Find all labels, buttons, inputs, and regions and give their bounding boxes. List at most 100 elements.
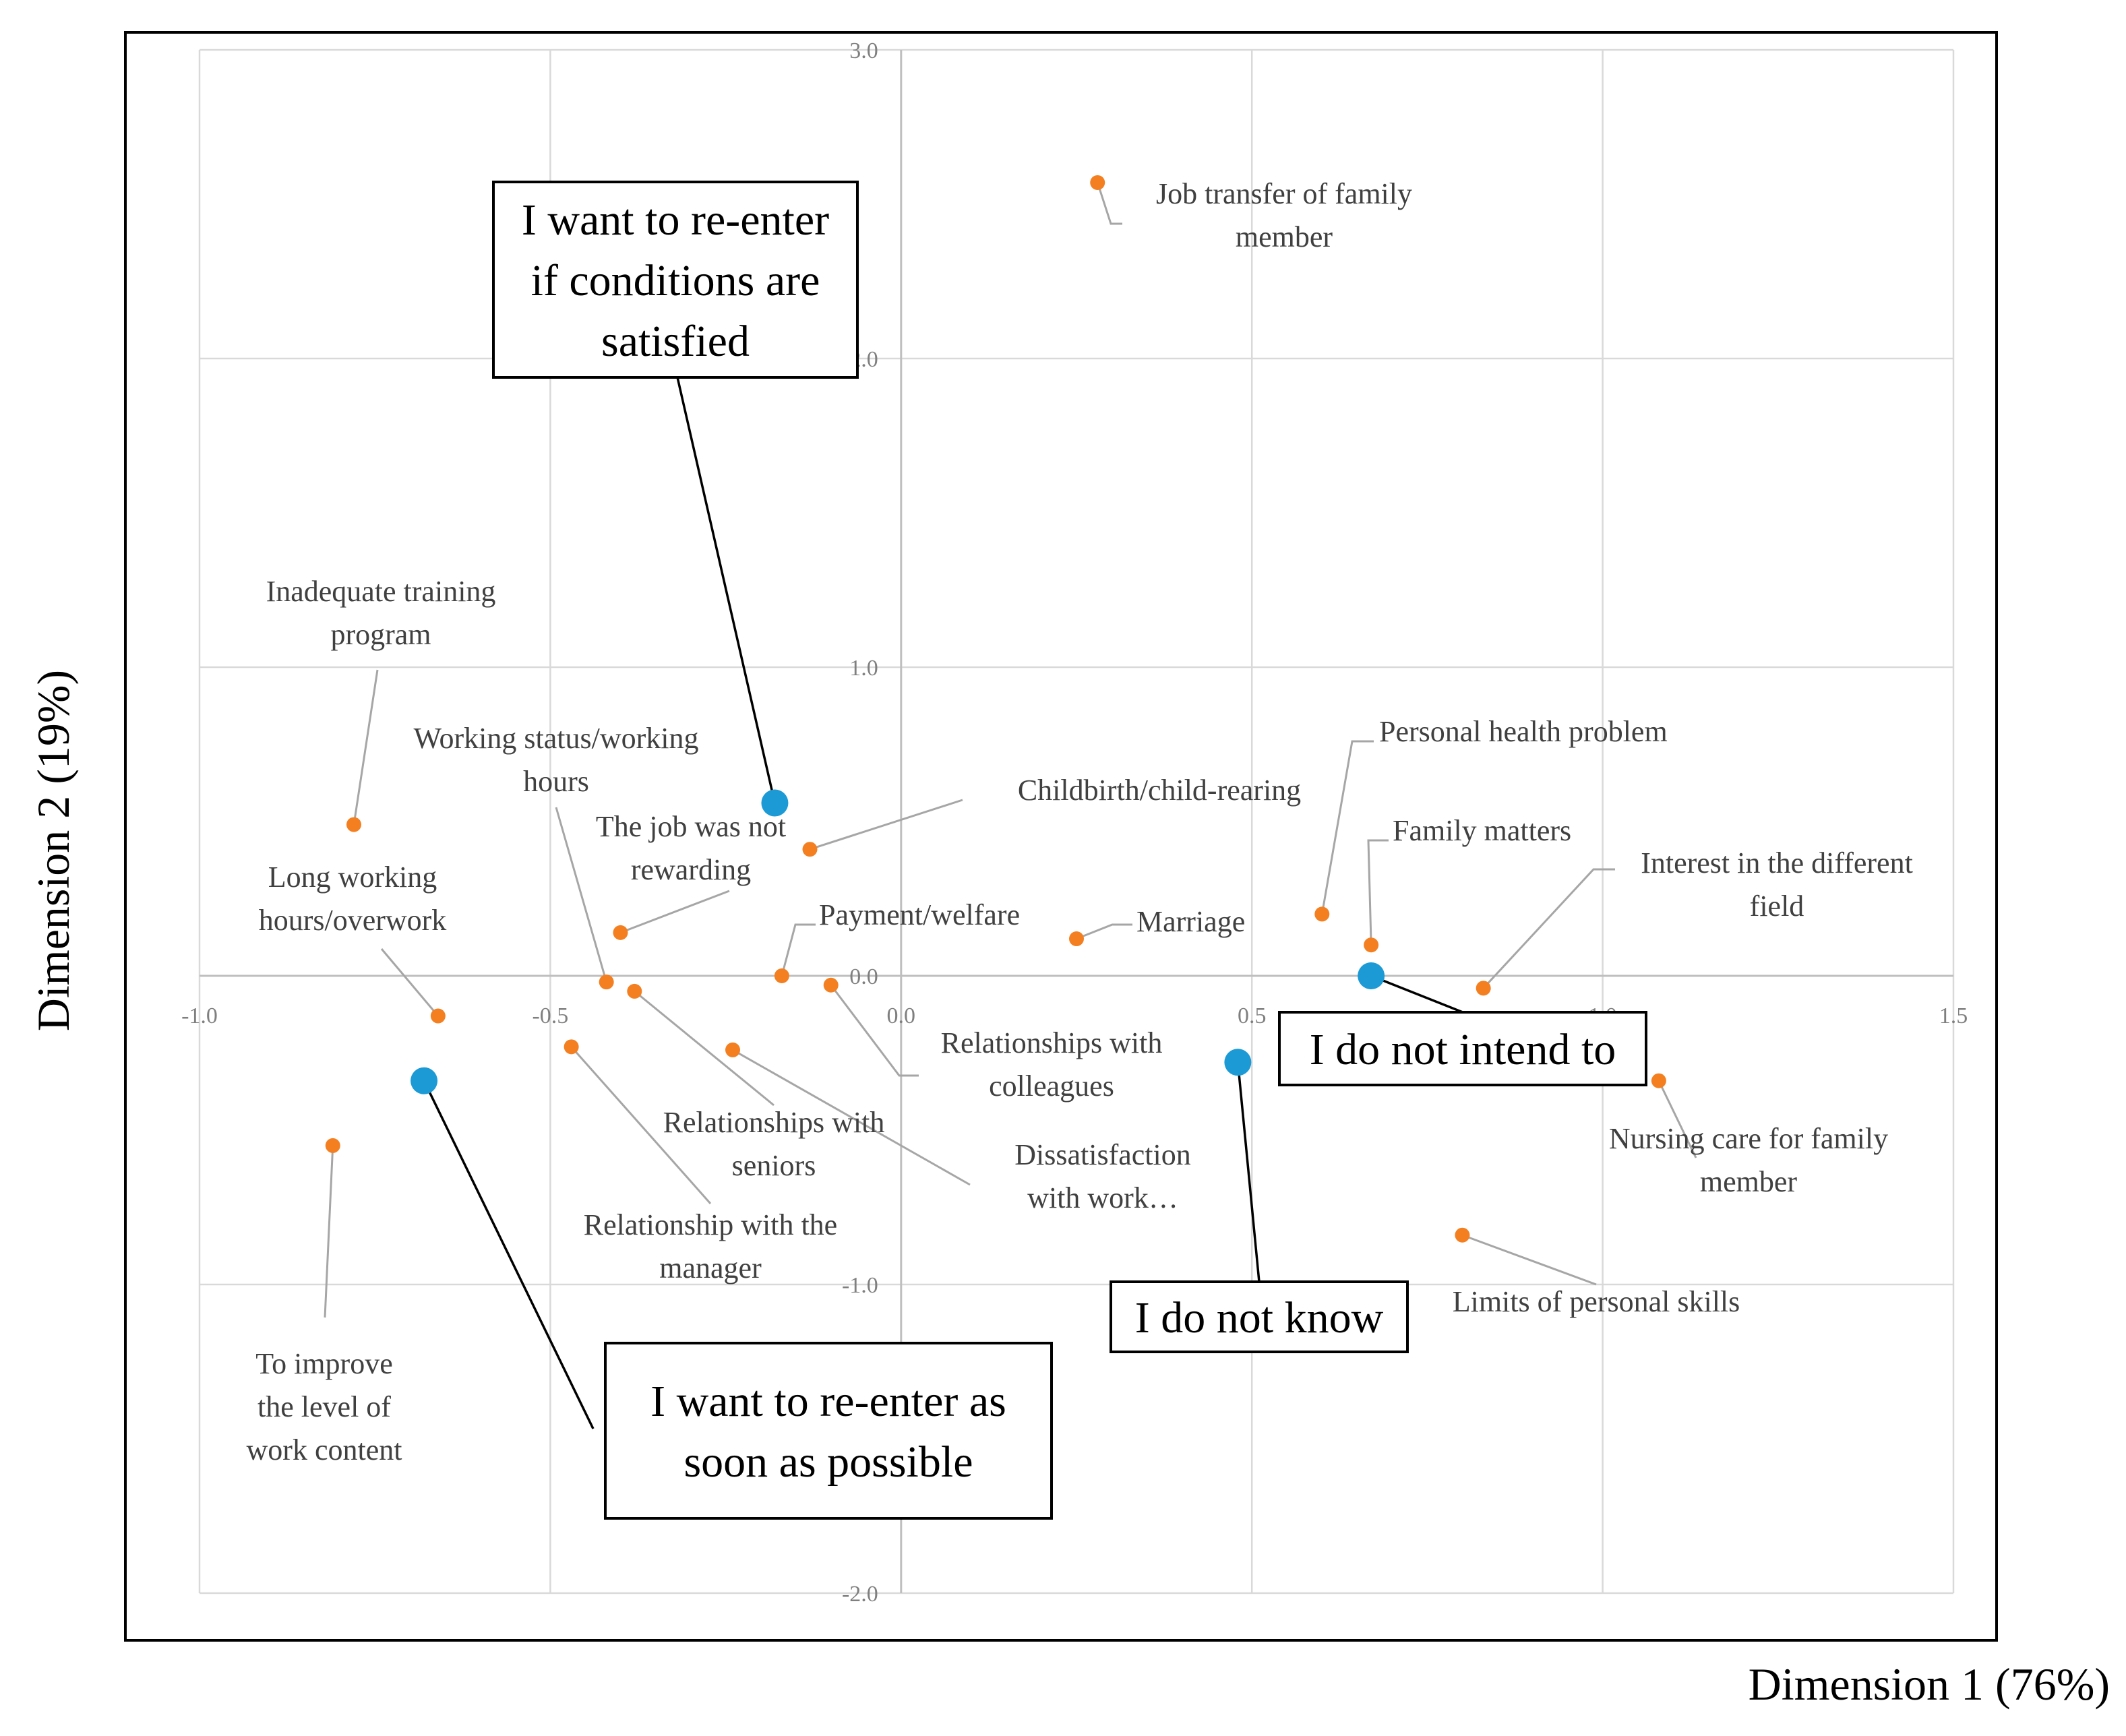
callout-label-line: I want to re-enter as xyxy=(650,1377,1006,1426)
point-dissatisfaction-with-work xyxy=(725,1042,741,1057)
callout-box xyxy=(604,1342,1053,1520)
y-tick-label: 1.0 xyxy=(849,656,878,681)
x-tick-label: 1.5 xyxy=(1939,1003,1968,1028)
point-the-job-was-not-rewarding xyxy=(613,925,628,940)
point-nursing-care-for-family-member xyxy=(1651,1073,1666,1088)
y-tick-label: -1.0 xyxy=(842,1273,878,1298)
point-long-working-hours-overwork xyxy=(430,1008,446,1024)
data-label: Inadequate training program xyxy=(266,575,496,651)
data-label-line: manager xyxy=(659,1251,762,1284)
data-label-line: the level of xyxy=(257,1390,391,1423)
leader-line xyxy=(353,669,379,825)
point-i-want-to-re-enter-if-conditions-are-satisfied xyxy=(761,789,789,817)
point-relationships-with-colleagues xyxy=(823,977,839,993)
data-label-line: rewarding xyxy=(631,853,751,886)
data-label-line: Marriage xyxy=(1136,905,1245,938)
leader-line xyxy=(324,1145,334,1318)
data-label-line: Working status/working xyxy=(414,722,699,755)
data-label: Working status/working hours xyxy=(414,722,699,798)
data-label-line: seniors xyxy=(732,1149,816,1182)
leader-line xyxy=(830,984,919,1077)
callout-label-line: I want to re-enter xyxy=(522,195,829,245)
data-label: Family matters xyxy=(1393,814,1571,847)
callout-box xyxy=(492,181,859,379)
leader-line xyxy=(1461,1234,1597,1286)
data-label-line: hours xyxy=(523,765,589,798)
x-tick-label: -0.5 xyxy=(532,1003,568,1028)
y-axis-title: Dimension 2 (19%) xyxy=(28,670,79,1031)
data-label-line: work content xyxy=(247,1433,402,1466)
leader-line xyxy=(1658,1080,1697,1158)
point-i-want-to-re-enter-as-soon-as-possible xyxy=(411,1067,438,1094)
point-interest-in-the-different-field xyxy=(1476,981,1491,996)
axis-layer: -1.0-0.50.00.51.01.53.02.01.00.0-1.0-2.0 xyxy=(181,38,1968,1607)
data-label-line: colleagues xyxy=(989,1070,1114,1103)
point-to-improve-the-level-of-work-content xyxy=(325,1138,340,1153)
leader-line xyxy=(1076,923,1132,940)
data-label-line: hours/overwork xyxy=(259,904,447,937)
point-i-do-not-intend-to xyxy=(1358,962,1385,989)
data-label-line: Interest in the different xyxy=(1641,846,1913,879)
leader-line xyxy=(781,923,816,976)
data-label-line: Personal health problem xyxy=(1379,715,1668,748)
leader-line xyxy=(380,948,439,1017)
leader-line xyxy=(619,890,730,934)
callout-label: I do not intend to xyxy=(1310,1025,1616,1074)
data-label-line: Nursing care for family xyxy=(1609,1122,1888,1155)
data-label: Interest in the different field xyxy=(1641,846,1913,923)
data-label-line: The job was not xyxy=(596,810,786,843)
data-label-line: Relationships with xyxy=(663,1106,885,1139)
callout-box xyxy=(1110,1280,1409,1353)
data-label-line: Limits of personal skills xyxy=(1453,1285,1740,1318)
point-layer xyxy=(325,175,1666,1243)
data-label-line: To improve xyxy=(255,1347,392,1380)
leader-line xyxy=(810,799,963,850)
data-label-line: field xyxy=(1750,890,1804,923)
x-tick-label: -1.0 xyxy=(181,1003,218,1028)
y-tick-label: 0.0 xyxy=(849,964,878,989)
x-axis-title: Dimension 1 (76%) xyxy=(1749,1658,2110,1710)
data-label-line: Childbirth/child-rearing xyxy=(1018,774,1301,807)
data-label: Relationship with the manager xyxy=(584,1208,837,1284)
data-label-line: Inadequate training xyxy=(266,575,496,608)
point-relationships-with-seniors xyxy=(627,983,642,999)
data-label-line: member xyxy=(1236,220,1333,253)
data-label-line: Dissatisfaction xyxy=(1014,1138,1191,1171)
leader-line xyxy=(1320,740,1374,914)
callout-label: I do not know xyxy=(1135,1293,1384,1342)
leader-line xyxy=(634,990,775,1107)
leader-line xyxy=(1367,839,1389,946)
y-tick-label: -2.0 xyxy=(842,1582,878,1607)
callout-label: I want to re-enter if conditions are satis… xyxy=(522,195,829,366)
leader-line xyxy=(1096,182,1122,225)
data-label: To improve the level of work content xyxy=(247,1347,402,1466)
y-tick-label: 3.0 xyxy=(849,38,878,63)
data-label-line: Relationship with the xyxy=(584,1208,837,1241)
leader-line xyxy=(1236,1062,1261,1282)
point-payment-welfare xyxy=(774,968,789,983)
callout-label-line: satisfied xyxy=(601,317,750,366)
point-personal-health-problem xyxy=(1314,906,1330,922)
point-childbirth-child-rearing xyxy=(802,842,818,857)
data-label: The job was not rewarding xyxy=(596,810,786,886)
x-tick-label: 0.5 xyxy=(1238,1003,1267,1028)
callout-label-line: if conditions are xyxy=(531,256,820,305)
point-working-status-working-hours xyxy=(599,974,614,990)
point-inadequate-training-program xyxy=(346,817,361,832)
callout-label-line: soon as possible xyxy=(684,1437,973,1487)
data-label-line: program xyxy=(330,618,431,651)
callout-label: I want to re-enter as soon as possible xyxy=(650,1377,1006,1487)
data-label: Childbirth/child-rearing xyxy=(1018,774,1301,807)
data-label-line: Family matters xyxy=(1393,814,1571,847)
point-limits-of-personal-skills xyxy=(1455,1227,1470,1243)
data-label: Marriage xyxy=(1136,905,1245,938)
data-label: Payment/welfare xyxy=(819,898,1020,931)
callout-label-line: I do not intend to xyxy=(1310,1025,1616,1074)
